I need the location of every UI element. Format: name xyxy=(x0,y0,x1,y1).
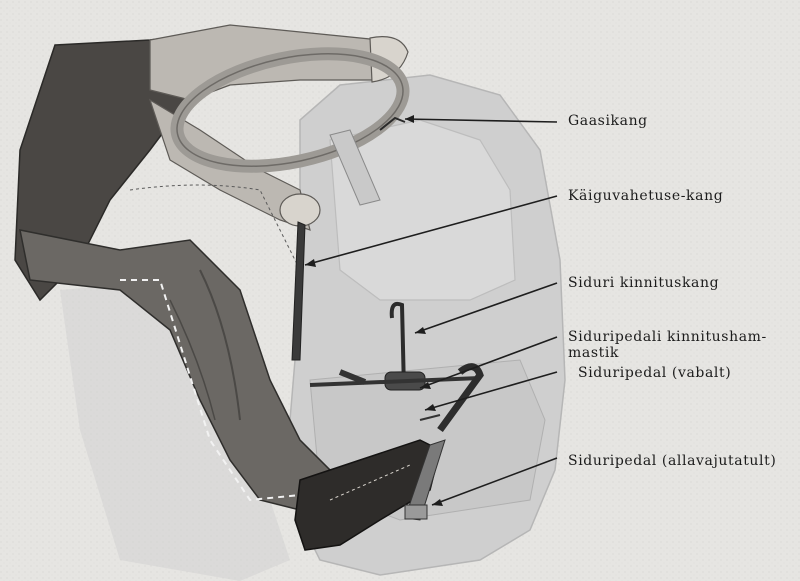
label-pedal-lock-line2: mastik xyxy=(568,346,619,361)
label-clutch-pedal-pressed: Siduripedal (allavajutatult) xyxy=(568,454,776,469)
label-clutch-pedal-free: Siduripedal (vabalt) xyxy=(578,366,731,381)
label-gear-lever: Käiguvahetuse-kang xyxy=(568,189,723,204)
label-pedal-lock-line1: Siduripedali kinnitusham- xyxy=(568,330,767,345)
label-clutch-lock-lever: Siduri kinnituskang xyxy=(568,276,719,291)
label-gas-lever: Gaasikang xyxy=(568,114,648,129)
